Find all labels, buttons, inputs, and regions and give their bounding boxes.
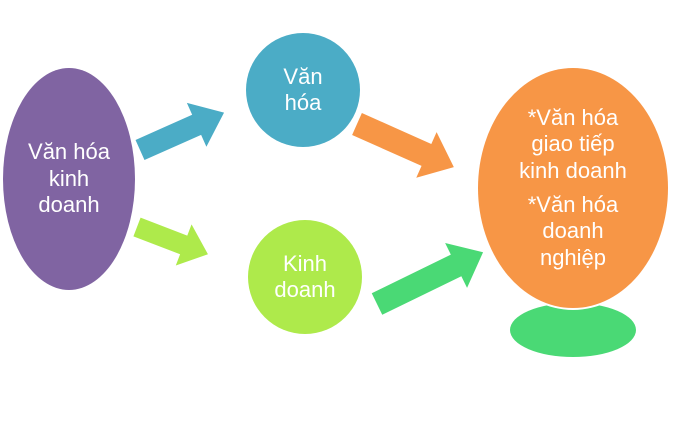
node-vanhoa-line: Văn xyxy=(283,63,323,89)
arrow-main-to-vanhoa-icon xyxy=(135,102,225,161)
arrow-main-to-kinhdoanh-icon xyxy=(133,217,208,266)
node-vanhoa-shape xyxy=(246,33,360,147)
result-base-shape xyxy=(510,303,636,357)
result-item-1-line: *Văn hóa xyxy=(527,104,619,130)
node-main-line: Văn hóa xyxy=(28,139,110,165)
arrow-kinhdoanh-to-result-icon xyxy=(371,242,484,315)
arrow-vanhoa-to-result-icon xyxy=(352,113,454,178)
result-item-1-line: kinh doanh xyxy=(519,157,627,183)
node-main-label: Văn hóa kinh doanh xyxy=(3,68,135,290)
node-result-label: *Văn hóa giao tiếp kinh doanh *Văn hóa d… xyxy=(478,68,668,308)
node-main-line: kinh xyxy=(48,165,90,191)
node-kinhdoanh-line: doanh xyxy=(274,277,336,302)
result-item-2-line: *Văn hóa xyxy=(527,192,619,217)
node-main-shape xyxy=(3,68,135,290)
result-item-1-line: giao tiếp xyxy=(531,131,615,157)
result-item-2-line: nghiệp xyxy=(539,244,607,270)
node-kinhdoanh-line: Kinh xyxy=(282,250,328,276)
node-main-line: doanh xyxy=(38,192,100,218)
node-vanhoa-line: hóa xyxy=(284,90,322,115)
node-kinhdoanh-label: Kinh doanh xyxy=(248,220,362,334)
node-kinhdoanh-shape xyxy=(248,220,362,334)
node-result-shape xyxy=(478,68,668,308)
node-vanhoa-label: Văn hóa xyxy=(246,33,360,147)
result-item-2-line: doanh xyxy=(542,218,604,244)
